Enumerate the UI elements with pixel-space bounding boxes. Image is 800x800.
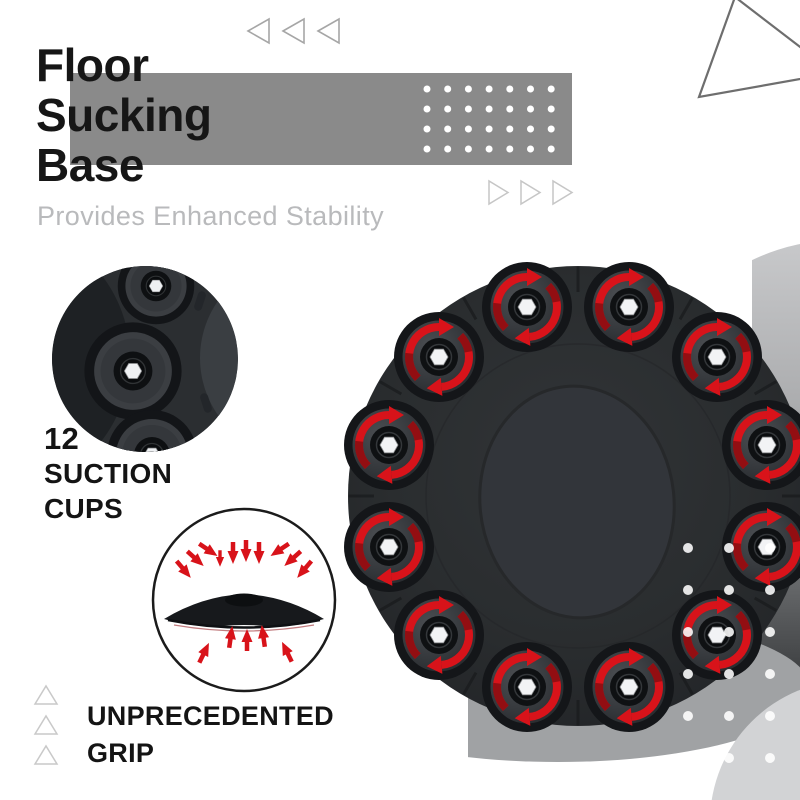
right-triangles-icon: [488, 179, 574, 206]
inset-suction-cups-image: [52, 266, 238, 452]
suction-cup: [584, 642, 674, 732]
base-side-profile: [164, 593, 324, 632]
large-triangle-outline-icon: [697, 0, 800, 99]
product-center-cap: [478, 384, 676, 620]
suction-cup: [344, 400, 434, 490]
suction-cup: [83, 321, 183, 421]
title-line-1: Floor: [36, 39, 149, 91]
suction-cup: [482, 262, 572, 352]
grip-word: GRIP: [87, 738, 155, 768]
suction-cup: [482, 642, 572, 732]
unprecedented-word: UNPRECEDENTED: [87, 701, 334, 731]
page-title: Floor Sucking Base: [36, 39, 212, 191]
suction-word: SUCTION: [44, 458, 173, 489]
left-triangles-icon: [246, 17, 340, 45]
product-dots-pattern: [683, 543, 775, 763]
subtitle: Provides Enhanced Stability: [37, 201, 384, 231]
up-triangles-icon: [33, 684, 59, 765]
title-line-3: Base: [36, 139, 144, 191]
title-line-2: Sucking: [36, 89, 212, 141]
suction-cup: [394, 590, 484, 680]
banner-dots-pattern: [423, 85, 555, 153]
suction-cup: [344, 502, 434, 592]
suction-cup: [394, 312, 484, 402]
grip-callout: UNPRECEDENTED GRIP: [87, 698, 334, 772]
disc-rim-grooves: [349, 267, 800, 725]
cups-word: CUPS: [44, 493, 123, 524]
corner-circle-decoration: [711, 689, 800, 800]
disc-inner-ring: [425, 343, 731, 649]
suction-cups-callout: 12 SUCTION CUPS: [44, 421, 172, 526]
suction-cup: [672, 312, 762, 402]
inset-grip-image: [151, 507, 337, 693]
suction-cup-count: 12: [44, 421, 80, 456]
suction-cup: [584, 262, 674, 352]
